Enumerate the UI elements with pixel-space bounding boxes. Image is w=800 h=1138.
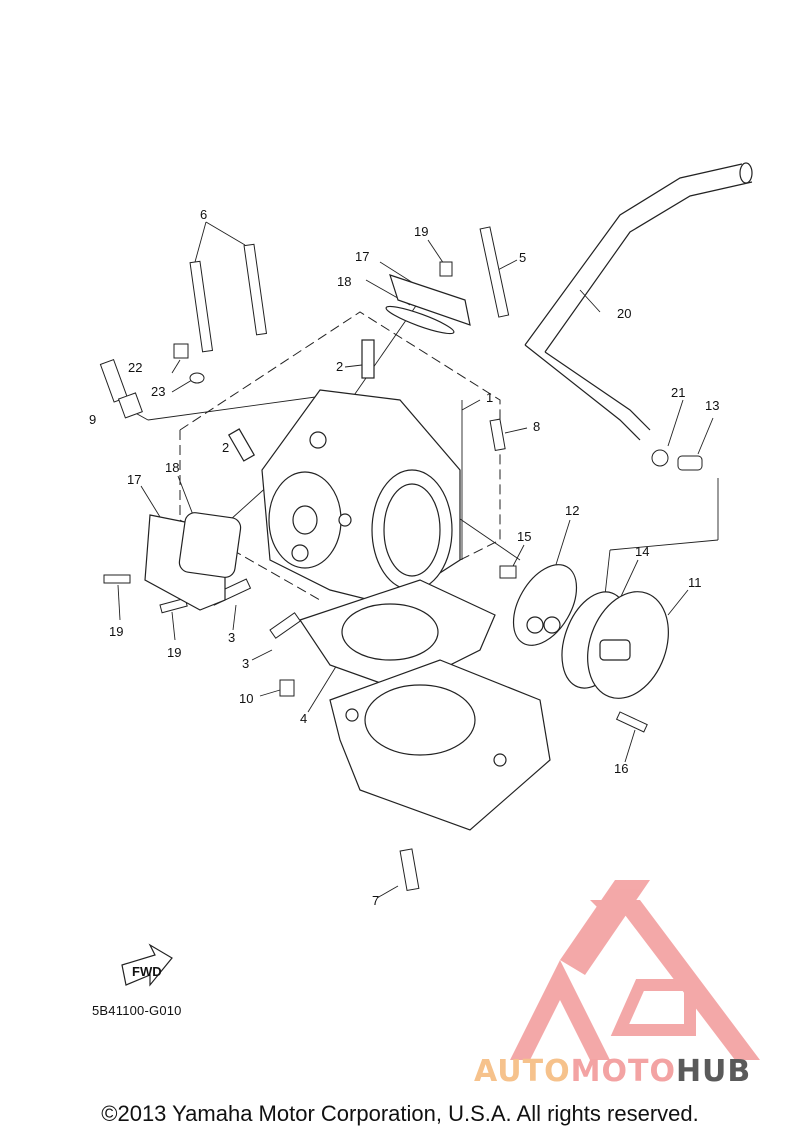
watermark-logo [510, 880, 760, 1060]
callout-label: 10 [239, 691, 253, 706]
watermark-hub: HUB [675, 1054, 752, 1089]
cylinder-head [227, 339, 461, 606]
callout-label: 6 [200, 207, 207, 222]
callout-label: 23 [151, 384, 165, 399]
fwd-arrow-icon: FWD [121, 943, 173, 987]
callout-label: 20 [617, 306, 631, 321]
callout-label: 8 [533, 419, 540, 434]
callout-label: 3 [242, 656, 249, 671]
callout-label: 14 [635, 544, 649, 559]
fwd-label: FWD [132, 964, 162, 979]
watermark-text: AUTOMOTOHUB [474, 1054, 751, 1089]
callout-label: 22 [128, 360, 142, 375]
callout-label: 19 [167, 645, 181, 660]
callout-label: 4 [300, 711, 307, 726]
breather-hose [524, 162, 753, 441]
callout-label: 17 [127, 472, 141, 487]
watermark-auto: AUTO [474, 1054, 571, 1089]
callout-label: 19 [414, 224, 428, 239]
callout-label: 21 [671, 385, 685, 400]
callout-label: 7 [372, 893, 379, 908]
valve-covers [144, 274, 471, 611]
callout-label: 2 [222, 440, 229, 455]
callout-label: 2 [336, 359, 343, 374]
copyright-notice: ©2013 Yamaha Motor Corporation, U.S.A. A… [101, 1101, 699, 1126]
dowel-pin [279, 679, 295, 697]
callout-label: 5 [519, 250, 526, 265]
callouts: 1 2 2 3 3 4 5 6 7 8 9 10 11 12 13 14 15 … [89, 207, 719, 908]
callout-label: 1 [486, 390, 493, 405]
callout-label: 3 [228, 630, 235, 645]
clip-and-fitting [651, 449, 703, 471]
callout-label: 12 [565, 503, 579, 518]
spark-plug [99, 358, 143, 419]
small-bolt-washer [173, 343, 205, 384]
cover-assembly [512, 564, 669, 699]
callout-label: 9 [89, 412, 96, 427]
callout-label: 16 [614, 761, 628, 776]
callout-label: 15 [517, 529, 531, 544]
callout-label: 18 [337, 274, 351, 289]
bolts [103, 226, 648, 892]
callout-label: 19 [109, 624, 123, 639]
callout-label: 11 [688, 575, 702, 590]
callout-label: 17 [355, 249, 369, 264]
watermark-moto: MOTO [570, 1054, 676, 1089]
callout-label: 18 [165, 460, 179, 475]
callout-label: 13 [705, 398, 719, 413]
cylinder-block [329, 659, 551, 831]
part-code: 5B41100-G010 [92, 1003, 182, 1018]
